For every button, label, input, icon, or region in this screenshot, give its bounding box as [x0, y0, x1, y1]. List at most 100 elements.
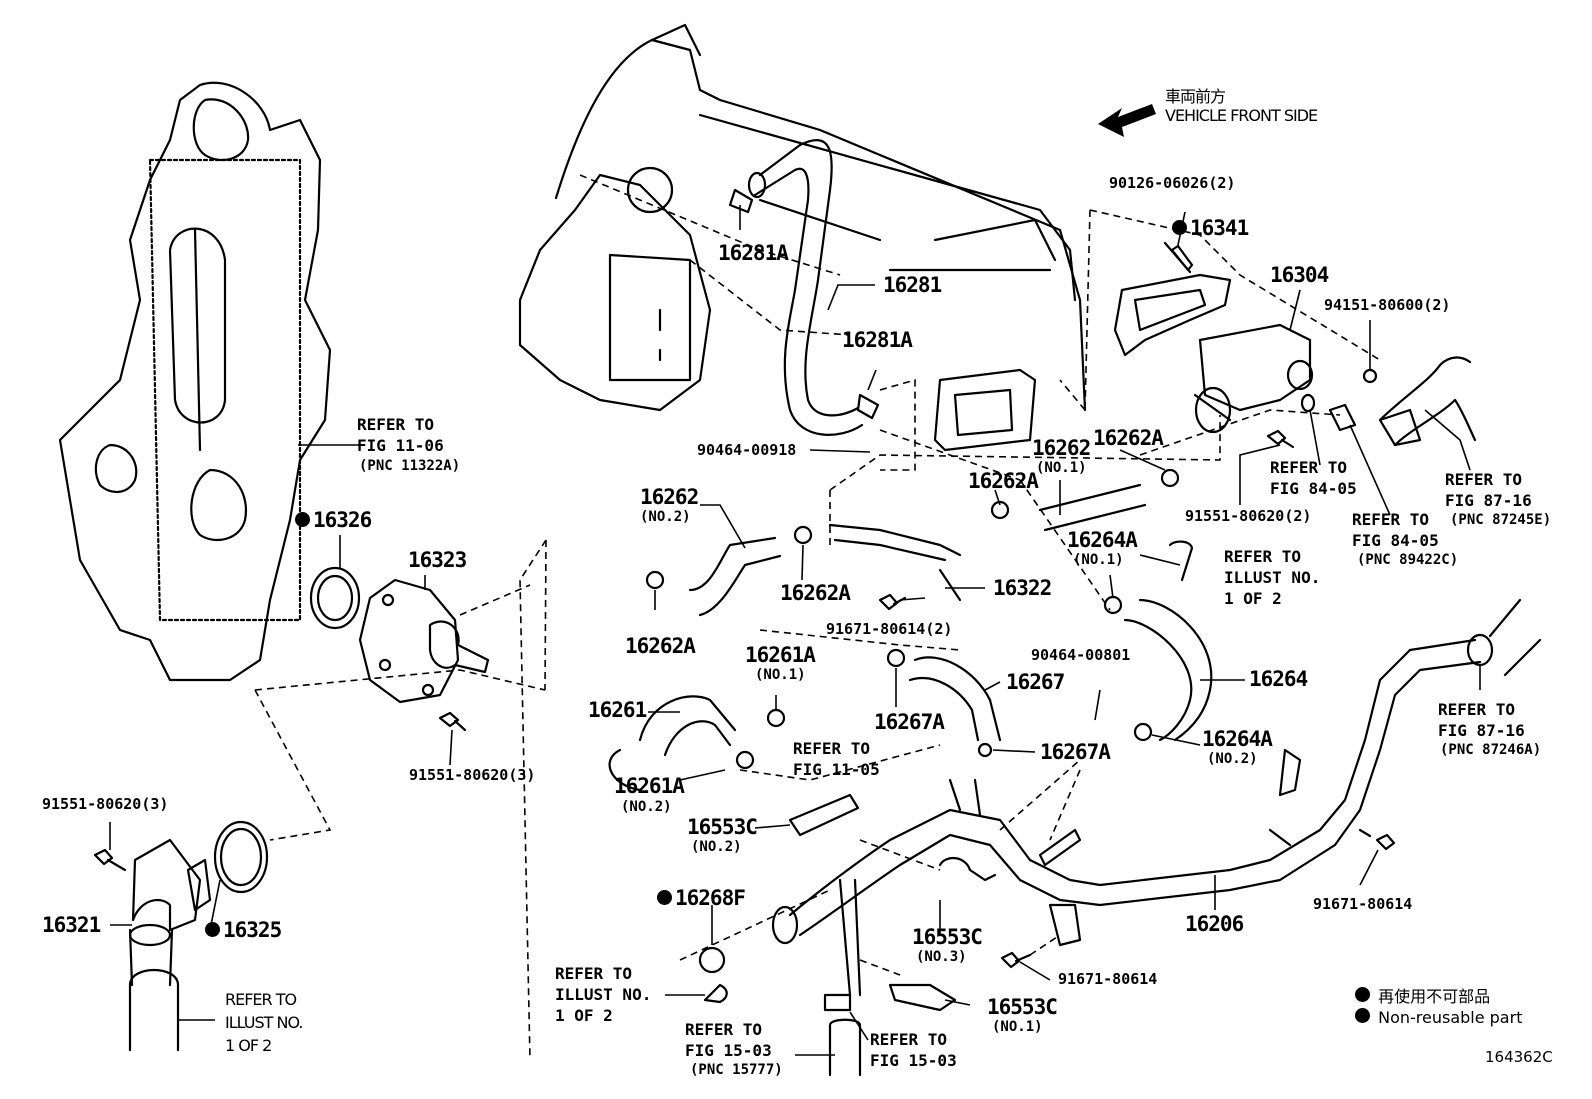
part-16268F[interactable]: 16268F: [657, 886, 746, 910]
part-16261A-no1[interactable]: 16261A: [745, 643, 816, 667]
legend-jp-text: 再使用不可部品: [1378, 987, 1491, 1006]
part-16281A-mid[interactable]: 16281A: [842, 328, 913, 352]
non-reusable-dot-icon: [1172, 220, 1187, 235]
hose-stub-illust-a: [1168, 540, 1194, 582]
part-16262-no1[interactable]: 16262: [1032, 436, 1091, 460]
part-90464-00801[interactable]: 90464-00801: [1031, 646, 1131, 664]
part-16281[interactable]: 16281: [883, 273, 942, 297]
part-16281A-top[interactable]: 16281A: [718, 241, 789, 265]
water-inlet-16321: [128, 820, 269, 1052]
hose-16261: [638, 695, 737, 757]
part-16326-label: 16326: [313, 508, 372, 532]
part-16262A-a[interactable]: 16262A: [780, 581, 851, 605]
guide-lines: [254, 174, 1381, 1061]
part-91551-80620-3-b[interactable]: 91551-80620(3): [42, 795, 169, 813]
part-91551-80620-2[interactable]: 91551-80620(2): [1185, 507, 1312, 525]
refer-illust-b[interactable]: REFER TO ILLUST NO. 1 OF 2: [555, 964, 652, 1025]
diagram-code: 164362C: [1485, 1048, 1553, 1066]
refer-fig-11-05[interactable]: REFER TO FIG 11-05: [793, 739, 880, 779]
part-16325[interactable]: 16325: [205, 918, 282, 942]
non-reusable-dot-icon: [1355, 987, 1370, 1002]
part-94151-80600[interactable]: 94151-80600(2): [1324, 296, 1451, 314]
hose-stub-illust-b: [703, 983, 728, 1004]
part-91671-80614-2[interactable]: 91671-80614(2): [826, 620, 953, 638]
refer-fig-15-03-a-pnc: (PNC 15777): [690, 1062, 783, 1078]
leader-lines: [109, 205, 1481, 1056]
radiator-hose-upper: [1378, 363, 1442, 422]
hose-stub-fig1503: [828, 1018, 862, 1077]
part-16262-no2-sub: (NO.2): [640, 509, 691, 525]
part-16322[interactable]: 16322: [993, 576, 1052, 600]
pipe-16322: [828, 523, 962, 562]
engine-block-outline: [554, 23, 1087, 412]
part-16553C-no3-sub: (NO.3): [916, 949, 967, 965]
vehicle-front-label-en: VEHICLE FRONT SIDE: [1165, 106, 1318, 126]
part-16267A-a[interactable]: 16267A: [874, 710, 945, 734]
clamp-16553C-no1: [888, 983, 957, 1012]
timing-chain-cover: [58, 81, 332, 682]
clamp-16553C-no2: [788, 793, 860, 837]
hose-16267: [908, 656, 1002, 742]
part-16262-no2[interactable]: 16262: [640, 485, 699, 509]
refer-fig-87-16-a[interactable]: REFER TO FIG 87-16: [1445, 470, 1532, 510]
part-16553C-no1-sub: (NO.1): [992, 1019, 1043, 1035]
legend-en-text: Non-reusable part: [1378, 1008, 1523, 1027]
part-16264A-no2[interactable]: 16264A: [1202, 727, 1273, 751]
part-16553C-no3[interactable]: 16553C: [912, 925, 983, 949]
water-pump-16323: [358, 578, 490, 704]
part-16304[interactable]: 16304: [1270, 263, 1329, 287]
part-16341[interactable]: 16341: [1172, 216, 1249, 240]
hose-16264: [1123, 618, 1193, 742]
part-16267[interactable]: 16267: [1006, 670, 1065, 694]
part-16261[interactable]: 16261: [588, 698, 647, 722]
legend-jp: 再使用不可部品: [1355, 983, 1490, 1007]
refer-fig-15-03-a[interactable]: REFER TO FIG 15-03: [685, 1020, 772, 1060]
part-16262A-b[interactable]: 16262A: [625, 634, 696, 658]
gasket-middle: [933, 368, 1037, 452]
part-91671-80614-b[interactable]: 91671-80614: [1058, 970, 1158, 988]
refer-illust-a[interactable]: REFER TO ILLUST NO. 1 OF 2: [1224, 547, 1321, 608]
refer-fig-15-03-b[interactable]: REFER TO FIG 15-03: [870, 1030, 957, 1070]
part-90464-00918[interactable]: 90464-00918: [697, 441, 797, 459]
non-reusable-dot-icon: [205, 922, 220, 937]
refer-illust-c[interactable]: REFER TO ILLUST NO. 1 OF 2: [225, 990, 303, 1056]
seal-16326: [309, 566, 361, 630]
part-16267A-b[interactable]: 16267A: [1040, 740, 1111, 764]
non-reusable-dot-icon: [295, 512, 310, 527]
part-16262A-mid[interactable]: 16262A: [968, 469, 1039, 493]
refer-fig-84-05-b[interactable]: REFER TO FIG 84-05: [1352, 510, 1439, 550]
part-16323[interactable]: 16323: [408, 548, 467, 572]
bolt-icons: [93, 244, 1396, 969]
refer-fig-84-05-a[interactable]: REFER TO FIG 84-05: [1270, 458, 1357, 498]
part-16261A-no1-sub: (NO.1): [755, 667, 806, 683]
part-91551-80620-3-a[interactable]: 91551-80620(3): [409, 766, 536, 784]
hose-16262-no1: [1038, 483, 1147, 532]
part-16206[interactable]: 16206: [1185, 912, 1244, 936]
water-bypass-pipe-16206: [771, 598, 1542, 997]
refer-fig-11-06-pnc: (PNC 11322A): [359, 458, 461, 474]
part-16261A-no2[interactable]: 16261A: [614, 774, 685, 798]
hose-16281: [728, 138, 880, 436]
part-16553C-no2[interactable]: 16553C: [687, 815, 758, 839]
refer-fig-87-16-b[interactable]: REFER TO FIG 87-16: [1438, 700, 1525, 740]
part-16341-label: 16341: [1190, 216, 1249, 240]
part-90126-06026[interactable]: 90126-06026(2): [1109, 174, 1236, 192]
part-16321[interactable]: 16321: [42, 913, 101, 937]
non-reusable-dot-icon: [1355, 1008, 1370, 1023]
part-16553C-no1[interactable]: 16553C: [987, 995, 1058, 1019]
part-16264A-no1-sub: (NO.1): [1073, 552, 1124, 568]
refer-fig-11-06[interactable]: REFER TO FIG 11-06: [357, 415, 444, 455]
part-16264A-no1[interactable]: 16264A: [1067, 528, 1138, 552]
part-16264[interactable]: 16264: [1249, 667, 1308, 691]
part-16268F-label: 16268F: [675, 886, 746, 910]
part-91671-80614-a[interactable]: 91671-80614: [1313, 895, 1413, 913]
part-16325-label: 16325: [223, 918, 282, 942]
part-16262-no1-sub: (NO.1): [1036, 460, 1087, 476]
part-16553C-no2-sub: (NO.2): [691, 839, 742, 855]
hose-16262-no2: [688, 536, 782, 617]
part-16326[interactable]: 16326: [295, 508, 372, 532]
part-16262A-right[interactable]: 16262A: [1093, 426, 1164, 450]
gasket-16268F: [698, 946, 726, 974]
